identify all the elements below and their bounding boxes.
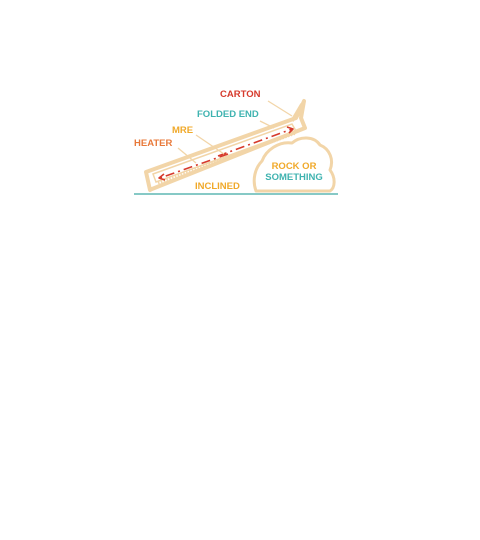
carton-body <box>144 99 307 192</box>
mre-pouch <box>152 123 298 185</box>
label-heater: HEATER <box>134 138 172 149</box>
label-mre: MRE <box>172 125 193 136</box>
flow-arrows <box>158 126 294 181</box>
label-folded-end: FOLDED END <box>197 109 259 120</box>
label-rock-line2: SOMETHING <box>265 172 323 183</box>
leader-lines <box>177 100 293 164</box>
label-carton: CARTON <box>220 89 261 100</box>
label-inclined: INCLINED <box>195 181 240 192</box>
rock-shape <box>252 136 336 193</box>
label-rock-line1: ROCK OR <box>272 161 317 172</box>
